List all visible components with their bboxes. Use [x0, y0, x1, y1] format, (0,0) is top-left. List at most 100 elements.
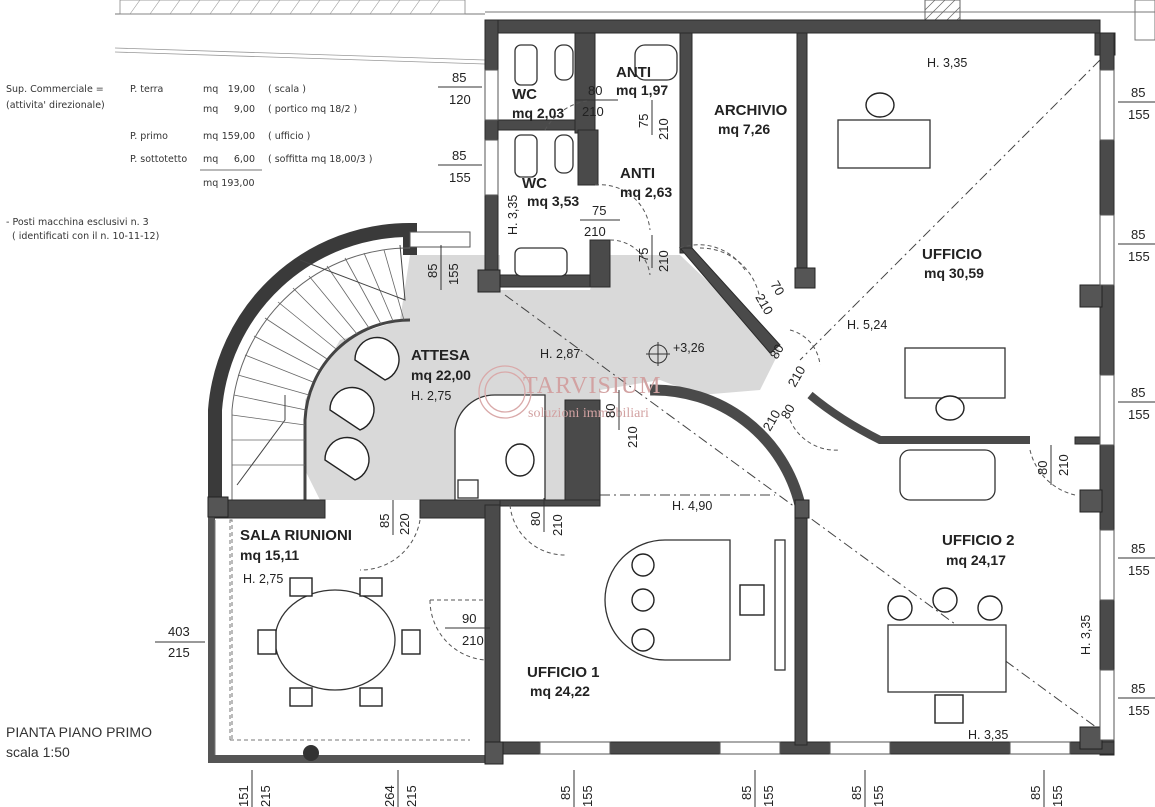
opening-width: 85 [1028, 786, 1043, 800]
opening-height: 155 [761, 785, 776, 807]
height-wc-side: H. 3,35 [506, 195, 520, 235]
door-width: 80 [528, 512, 543, 526]
door-width: 85 [377, 514, 392, 528]
door-width: 70 [767, 278, 787, 298]
room-name: UFFICIO 2 [942, 532, 1015, 549]
level-value: +3,26 [673, 341, 705, 355]
room-area: mq 7,26 [718, 121, 770, 137]
opening-width: 85 [1131, 227, 1145, 242]
door-width: 80 [1035, 461, 1050, 475]
opening-height: 155 [449, 170, 471, 185]
door-height: 210 [656, 250, 671, 272]
level-marker [646, 342, 670, 366]
legend-row-note: ( scala ) [268, 84, 306, 95]
opening-height: 155 [1128, 107, 1150, 122]
column-marker [303, 745, 319, 761]
legend-row-value: 9,00 [234, 104, 255, 115]
opening-height: 155 [1128, 703, 1150, 718]
opening-height: 155 [1128, 249, 1150, 264]
room-name: UFFICIO 1 [527, 664, 600, 681]
opening-height: 155 [871, 785, 886, 807]
door-width: 75 [636, 114, 651, 128]
legend-total: mq 193,00 [203, 178, 255, 189]
opening-width: 151 [236, 785, 251, 807]
opening-width: 85 [425, 264, 440, 278]
door-width: 80 [778, 401, 798, 421]
room-area: mq 2,63 [620, 184, 672, 200]
room-name: ANTI [616, 64, 651, 81]
legend-row-value: 6,00 [234, 154, 255, 165]
legend-row-value: 159,00 [222, 131, 255, 142]
door-width: 80 [588, 83, 602, 98]
legend-row-note: ( ufficio ) [268, 131, 310, 142]
opening-height: 215 [404, 785, 419, 807]
windows [214, 69, 1115, 755]
door-height: 210 [752, 291, 776, 317]
opening-height: 155 [1050, 785, 1065, 807]
room-area: mq 24,22 [530, 683, 590, 699]
height-lower: H. 4,90 [672, 499, 712, 513]
door-height: 210 [656, 118, 671, 140]
door-height: 210 [785, 363, 809, 389]
opening-width: 85 [1131, 541, 1145, 556]
opening-width: 85 [849, 786, 864, 800]
room-labels: WC mq 2,03 ANTI mq 1,97 WC mq 3,53 ANTI … [240, 64, 1015, 699]
room-height: H. 2,75 [411, 389, 451, 403]
opening-height: 155 [1128, 407, 1150, 422]
door-width: 90 [462, 611, 476, 626]
door-width: 80 [767, 341, 787, 361]
opening-dimensions: 85 120 85 155 85 155 80 210 75 210 75 21… [155, 70, 1155, 718]
room-name: ARCHIVIO [714, 102, 788, 119]
door-height: 210 [462, 633, 484, 648]
legend-commercial-label: Sup. Commerciale = [6, 84, 104, 95]
door-width: 80 [603, 404, 618, 418]
legend-row-note: ( soffitta mq 18,00/3 ) [268, 154, 372, 165]
room-area: mq 1,97 [616, 82, 668, 98]
door-width: 75 [636, 248, 651, 262]
drawing-scale: scala 1:50 [6, 744, 70, 760]
opening-width: 264 [382, 785, 397, 807]
legend-row-unit: mq [203, 131, 218, 142]
bottom-dimensions: 151 215 264 215 85 155 85 155 85 155 85 … [236, 770, 1065, 807]
legend-row-note: ( portico mq 18/2 ) [268, 104, 357, 115]
staircase [208, 222, 417, 500]
height-center: H. 5,24 [847, 318, 887, 332]
legend-row-floor: P. primo [130, 131, 168, 142]
drawing-title: PIANTA PIANO PRIMO [6, 724, 152, 740]
opening-height: 215 [258, 785, 273, 807]
room-name: ANTI [620, 165, 655, 182]
furniture [257, 44, 1007, 724]
legend-row-value: 19,00 [228, 84, 255, 95]
legend-row-unit: mq [203, 84, 218, 95]
room-area: mq 24,17 [946, 552, 1006, 568]
height-corridor: H. 2,87 [540, 347, 580, 361]
opening-width: 85 [558, 786, 573, 800]
room-name: ATTESA [411, 347, 470, 364]
room-height: H. 2,75 [243, 572, 283, 586]
door-height: 210 [625, 426, 640, 448]
watermark-tagline: soluzioni immobiliari [528, 406, 649, 421]
legend-row-unit: mq [203, 104, 218, 115]
height-right: H. 3,35 [1079, 615, 1093, 655]
opening-width: 85 [1131, 681, 1145, 696]
room-name: UFFICIO [922, 246, 982, 263]
room-area: mq 15,11 [240, 547, 299, 563]
room-area: mq 2,03 [512, 105, 564, 121]
door-height: 220 [397, 513, 412, 535]
height-labels: H. 3,35 H. 2,87 H. 5,24 H. 4,90 H. 3,35 … [506, 56, 1093, 742]
room-area: mq 30,59 [924, 265, 984, 281]
opening-width: 85 [452, 70, 466, 85]
opening-height: 155 [580, 785, 595, 807]
room-name: SALA RIUNIONI [240, 527, 352, 544]
legend-activity-label: (attivita' direzionale) [6, 100, 105, 111]
door-height: 210 [582, 104, 604, 119]
opening-height: 120 [449, 92, 471, 107]
room-area: mq 3,53 [527, 193, 579, 209]
door-width: 75 [592, 203, 606, 218]
attesa-floor [305, 255, 780, 500]
opening-width: 85 [1131, 85, 1145, 100]
door-height: 210 [1056, 454, 1071, 476]
room-name: WC [512, 86, 537, 103]
watermark-brand: TARVISIUM [523, 373, 662, 399]
legend-row-unit: mq [203, 154, 218, 165]
